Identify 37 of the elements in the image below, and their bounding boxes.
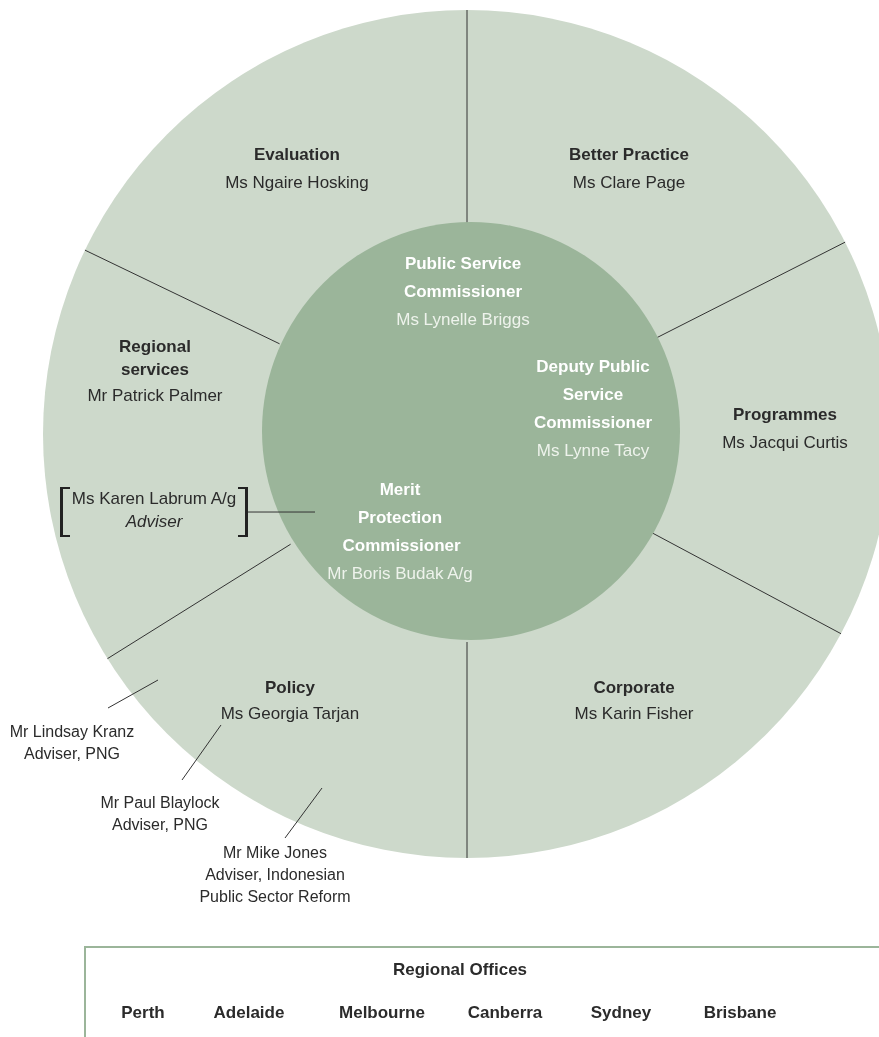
person-name: Mr Paul Blaylock [99, 793, 221, 813]
person-name: Adviser, PNG [111, 815, 209, 835]
office-name: Canberra [466, 1003, 544, 1023]
office-name: Adelaide [212, 1003, 286, 1023]
role-label: Adviser [124, 511, 184, 533]
unit-title: Better Practice [568, 144, 690, 166]
office-name: Perth [120, 1003, 166, 1023]
offices-panel [84, 946, 879, 1037]
person-name: Mr Lindsay Kranz [8, 722, 136, 742]
person-name: Ms Jacqui Curtis [721, 432, 849, 454]
person-name: Adviser, Indonesian Public Sector Reform [198, 865, 352, 907]
person-name: Ms Georgia Tarjan [219, 703, 361, 725]
unit-title: Corporate [592, 677, 676, 699]
person-name: Ms Clare Page [571, 172, 687, 194]
person-name: Ms Karin Fisher [573, 703, 695, 725]
commissioner-name: Ms Lynne Tacy [535, 440, 651, 462]
commissioner-name: Ms Lynelle Briggs [395, 309, 531, 331]
commissioner-name: Mr Boris Budak A/g [326, 563, 474, 585]
leader-line [284, 787, 323, 839]
person-name: Adviser, PNG [23, 744, 121, 764]
person-name: Mr Patrick Palmer [86, 385, 224, 407]
person-name: Ms Ngaire Hosking [224, 172, 370, 194]
connector-line [247, 511, 316, 513]
leader-line [107, 679, 159, 709]
commissioner-title: Deputy Public Service Commissioner [532, 356, 654, 434]
unit-title: Policy [263, 677, 317, 699]
office-name: Melbourne [338, 1003, 426, 1023]
unit-title: Programmes [732, 404, 838, 426]
person-name: Ms Karen Labrum A/g [70, 488, 238, 510]
office-name: Brisbane [702, 1003, 778, 1023]
unit-title: Evaluation [253, 144, 341, 166]
leader-line [181, 724, 222, 781]
office-name: Sydney [589, 1003, 653, 1023]
unit-title: Regional services [118, 336, 192, 381]
panel-title: Regional Offices [391, 960, 529, 980]
commissioner-title: Public Service Commissioner [402, 253, 524, 303]
person-name: Mr Mike Jones [222, 843, 328, 863]
